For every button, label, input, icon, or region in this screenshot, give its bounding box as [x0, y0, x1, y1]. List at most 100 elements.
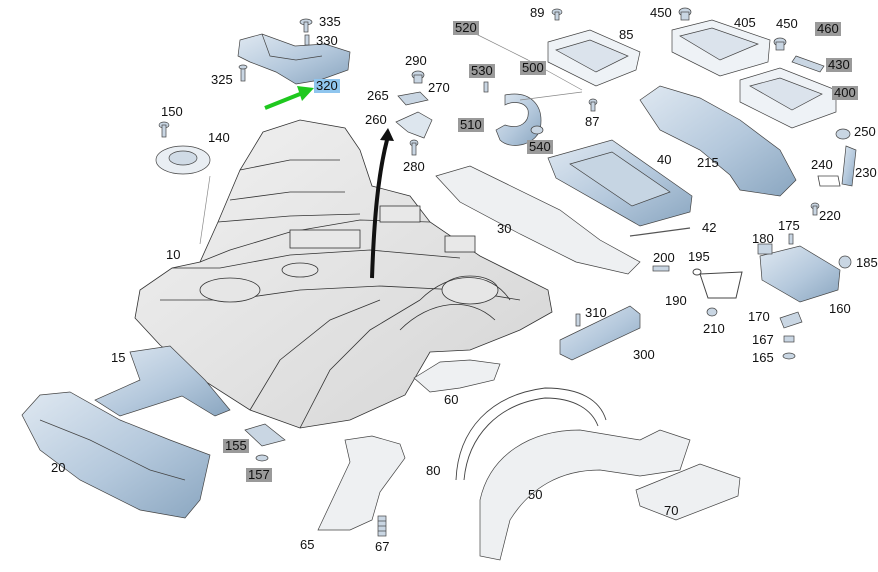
panel-part-20	[21, 391, 211, 519]
callout-325: 325	[211, 72, 233, 87]
rail-part-15	[94, 345, 231, 417]
stud-part-335	[299, 18, 313, 33]
callout-335: 335	[319, 14, 341, 29]
spring-part-67	[377, 515, 387, 537]
callout-15: 15	[111, 350, 126, 365]
nut-part-450-b	[773, 37, 787, 51]
callout-175: 175	[778, 218, 800, 233]
callout-215: 215	[697, 155, 719, 170]
callout-65: 65	[300, 537, 315, 552]
callout-89: 89	[530, 5, 545, 20]
reinforcement-part-300	[559, 305, 641, 361]
callout-157: 157	[246, 467, 272, 482]
callout-180: 180	[752, 231, 774, 246]
screw-part-325	[238, 64, 248, 82]
rod-part-42	[629, 227, 691, 237]
callout-320: 320	[314, 78, 340, 93]
tray-part-160	[759, 245, 841, 303]
bolt-part-89	[551, 8, 563, 21]
callout-530: 530	[469, 63, 495, 78]
callout-87: 87	[585, 114, 600, 129]
wheelhouse-part-80	[455, 387, 607, 481]
nut-part-450-a	[678, 7, 692, 21]
nut-part-185	[838, 255, 852, 269]
callout-460: 460	[815, 21, 841, 36]
callout-290: 290	[405, 53, 427, 68]
cover-part-405	[671, 19, 771, 77]
callout-540: 540	[527, 139, 553, 154]
bracket-part-460	[791, 55, 825, 73]
tray-part-85	[547, 29, 641, 87]
bracket-part-265	[397, 91, 429, 106]
pillar-part-65	[317, 435, 406, 531]
callout-310: 310	[585, 305, 607, 320]
callout-230: 230	[855, 165, 877, 180]
bolt-part-175	[788, 233, 794, 245]
bolt-part-210	[706, 307, 718, 317]
bolt-part-87	[588, 98, 598, 112]
callout-265: 265	[367, 88, 389, 103]
clip-part-240	[817, 175, 841, 187]
bracket-part-155	[244, 423, 286, 447]
bolt-part-280	[409, 139, 419, 156]
callout-10: 10	[166, 247, 181, 262]
cover-part-400	[739, 67, 837, 129]
callout-170: 170	[748, 309, 770, 324]
callout-67: 67	[375, 539, 390, 554]
callout-260: 260	[365, 112, 387, 127]
pointer-arrow	[370, 128, 394, 279]
callout-195: 195	[688, 249, 710, 264]
bolt-part-330	[304, 34, 310, 46]
callout-40: 40	[657, 152, 672, 167]
callout-70: 70	[664, 503, 679, 518]
callout-42: 42	[702, 220, 717, 235]
hook-part-190	[699, 271, 743, 299]
bolt-part-220	[810, 202, 820, 216]
panel-part-70	[635, 463, 741, 521]
callout-220: 220	[819, 208, 841, 223]
plate-part-140	[155, 145, 211, 175]
floor-panel-part-40	[547, 139, 693, 227]
bolt-part-200	[652, 265, 670, 272]
callout-250: 250	[854, 124, 876, 139]
callout-405: 405	[734, 15, 756, 30]
callout-185: 185	[856, 255, 878, 270]
callout-330: 330	[316, 33, 338, 48]
callout-500: 500	[520, 60, 546, 75]
callout-60: 60	[444, 392, 459, 407]
bracket-part-60	[413, 359, 501, 393]
callout-140: 140	[208, 130, 230, 145]
crossmember-part-30	[435, 165, 641, 275]
callout-270: 270	[428, 80, 450, 95]
callout-300: 300	[633, 347, 655, 362]
callout-165: 165	[752, 350, 774, 365]
bracket-part-320	[237, 33, 351, 85]
callout-80: 80	[426, 463, 441, 478]
bracket-part-260	[395, 111, 433, 139]
callout-200: 200	[653, 250, 675, 265]
clamp-part-510	[495, 93, 542, 146]
body-shell-part-10	[134, 119, 553, 429]
callout-150: 150	[161, 104, 183, 119]
clip-part-167	[783, 335, 795, 343]
bolt-part-530	[483, 81, 489, 93]
callout-400: 400	[832, 85, 858, 100]
nut-part-290	[411, 70, 425, 84]
wheelhouse-part-50	[479, 429, 691, 561]
bracket-part-230	[841, 145, 857, 187]
callout-190: 190	[665, 293, 687, 308]
callout-167: 167	[752, 332, 774, 347]
bolt-part-150	[158, 121, 170, 138]
callout-450-b: 450	[776, 16, 798, 31]
callout-510: 510	[458, 117, 484, 132]
callout-280: 280	[403, 159, 425, 174]
callout-430: 430	[826, 57, 852, 72]
callout-50: 50	[528, 487, 543, 502]
shield-part-215	[639, 85, 797, 197]
callout-240: 240	[811, 157, 833, 172]
callout-85: 85	[619, 27, 634, 42]
nut-part-540	[530, 125, 544, 135]
callout-155: 155	[223, 438, 249, 453]
grommet-part-250	[835, 128, 851, 140]
